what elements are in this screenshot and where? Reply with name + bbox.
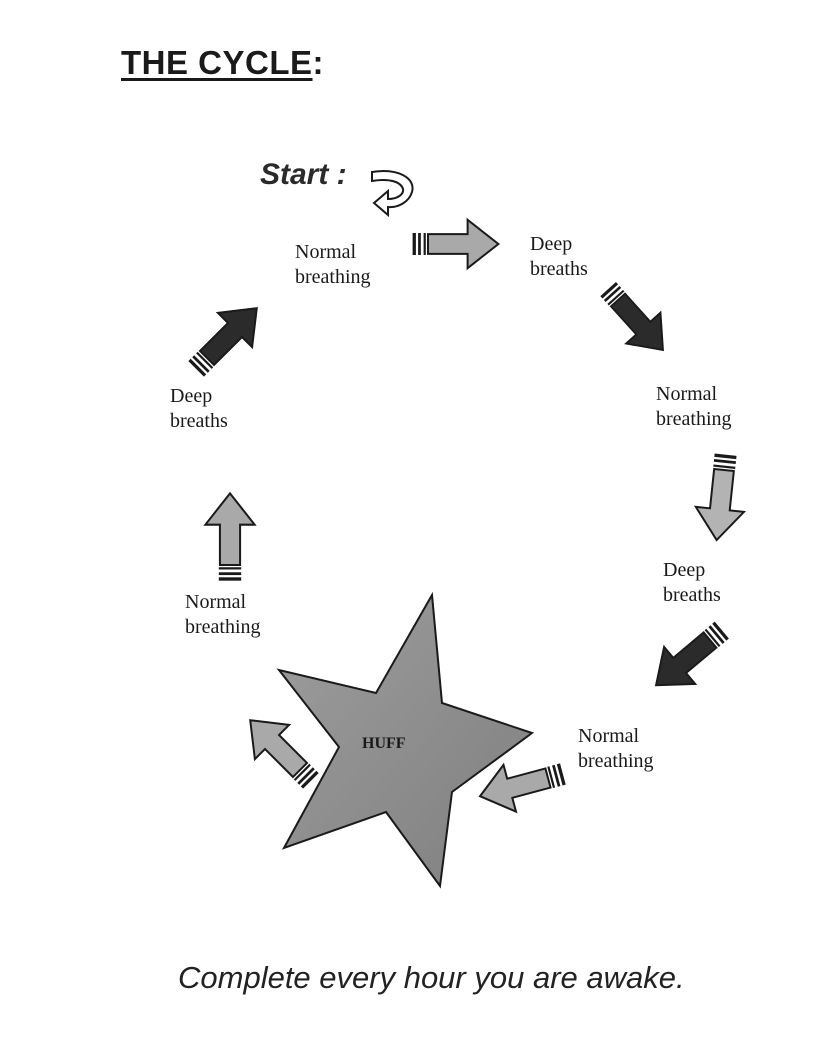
step-line2: breaths: [530, 258, 588, 280]
step-line1: Normal: [185, 591, 247, 613]
huff-label: HUFF: [362, 735, 406, 752]
arrow-to-deep-breaths-2: [691, 451, 751, 544]
step-normal-breathing-2: Normal breathing: [656, 382, 732, 432]
step-line1: Deep: [170, 385, 213, 407]
step-deep-breaths-2: Deep breaths: [663, 558, 721, 608]
step-line1: Deep: [530, 233, 573, 255]
step-deep-breaths-3: Deep breaths: [170, 384, 228, 434]
step-line2: breaths: [663, 584, 721, 606]
step-normal-breathing-3: Normal breathing: [578, 724, 654, 774]
arrow-to-normal-breathing-3: [639, 610, 739, 705]
arrow-to-normal-breathing-start: [178, 290, 275, 387]
arrow-from-huff: [232, 702, 329, 799]
start-label: Start :: [260, 158, 347, 191]
step-line2: breathing: [656, 408, 732, 430]
step-line2: breathing: [295, 266, 371, 288]
step-normal-breathing-4: Normal breathing: [185, 590, 261, 640]
footer-instruction: Complete every hour you are awake.: [178, 960, 685, 995]
step-line2: breathing: [185, 616, 261, 638]
step-line1: Deep: [663, 559, 706, 581]
arrow-to-deep-breaths-1: [411, 218, 500, 270]
arrow-to-deep-breaths-3: [204, 492, 256, 582]
step-line1: Normal: [578, 725, 640, 747]
title-colon: :: [312, 44, 325, 81]
step-line1: Normal: [656, 383, 718, 405]
arrow-to-normal-breathing-2: [590, 272, 682, 367]
step-line1: Normal: [295, 241, 357, 263]
start-curved-arrow: [371, 170, 414, 218]
page-title: THE CYCLE:: [121, 44, 324, 82]
step-normal-breathing-1: Normal breathing: [295, 240, 371, 290]
huff-star: [276, 591, 535, 889]
step-line2: breathing: [578, 750, 654, 772]
step-deep-breaths-1: Deep breaths: [530, 232, 588, 282]
title-text: THE CYCLE: [121, 44, 313, 81]
step-line2: breaths: [170, 410, 228, 432]
